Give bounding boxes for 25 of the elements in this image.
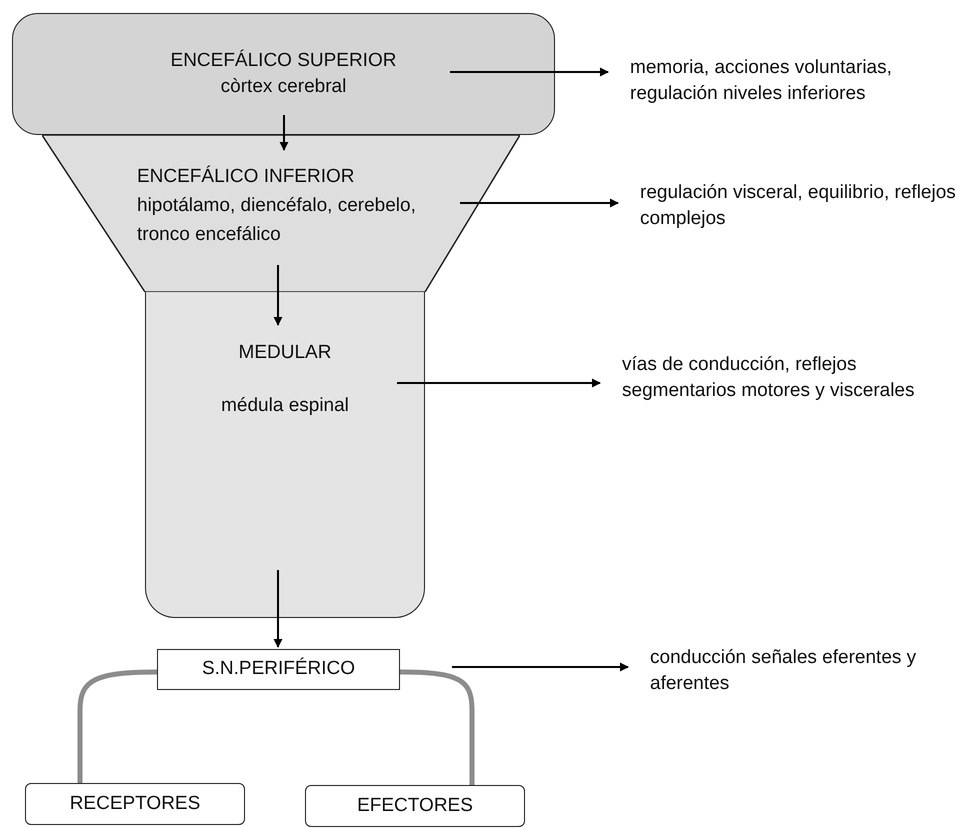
trapezoid-box	[42, 135, 520, 292]
arrow	[452, 662, 629, 672]
level-title: MEDULAR	[238, 341, 332, 365]
arrow	[280, 115, 288, 151]
rounded-box	[145, 292, 425, 618]
label-box: RECEPTORES	[25, 783, 245, 825]
arrow	[450, 68, 609, 76]
arrow	[274, 265, 282, 326]
description-text: memoria, acciones voluntarias, regulación niveles inferiores	[630, 55, 975, 115]
description-text: regulación visceral, equilibrio, reflejos complejos	[640, 180, 970, 240]
level-text: médula espinal	[221, 394, 349, 418]
level-title: ENCEFÁLICO SUPERIOR	[170, 48, 396, 73]
arrow	[397, 378, 601, 388]
level-title: ENCEFÁLICO INFERIOR	[137, 164, 356, 189]
level-text: hipotálamo, diencéfalo, cerebelo, tronco encefálico	[137, 194, 417, 247]
description-text: vías de conducción, reflejos segmentarios motores y viscerales	[622, 352, 952, 442]
description-text: conducción señales eferentes y aferentes	[650, 645, 950, 705]
arrow	[274, 570, 282, 648]
arrow	[460, 198, 619, 208]
rounded-box	[12, 13, 555, 135]
connector-line	[400, 670, 474, 785]
level-text: còrtex cerebral	[220, 75, 346, 99]
label-box: S.N.PERIFÉRICO	[157, 649, 400, 690]
label-box: EFECTORES	[305, 785, 525, 827]
connector-line	[78, 670, 158, 783]
